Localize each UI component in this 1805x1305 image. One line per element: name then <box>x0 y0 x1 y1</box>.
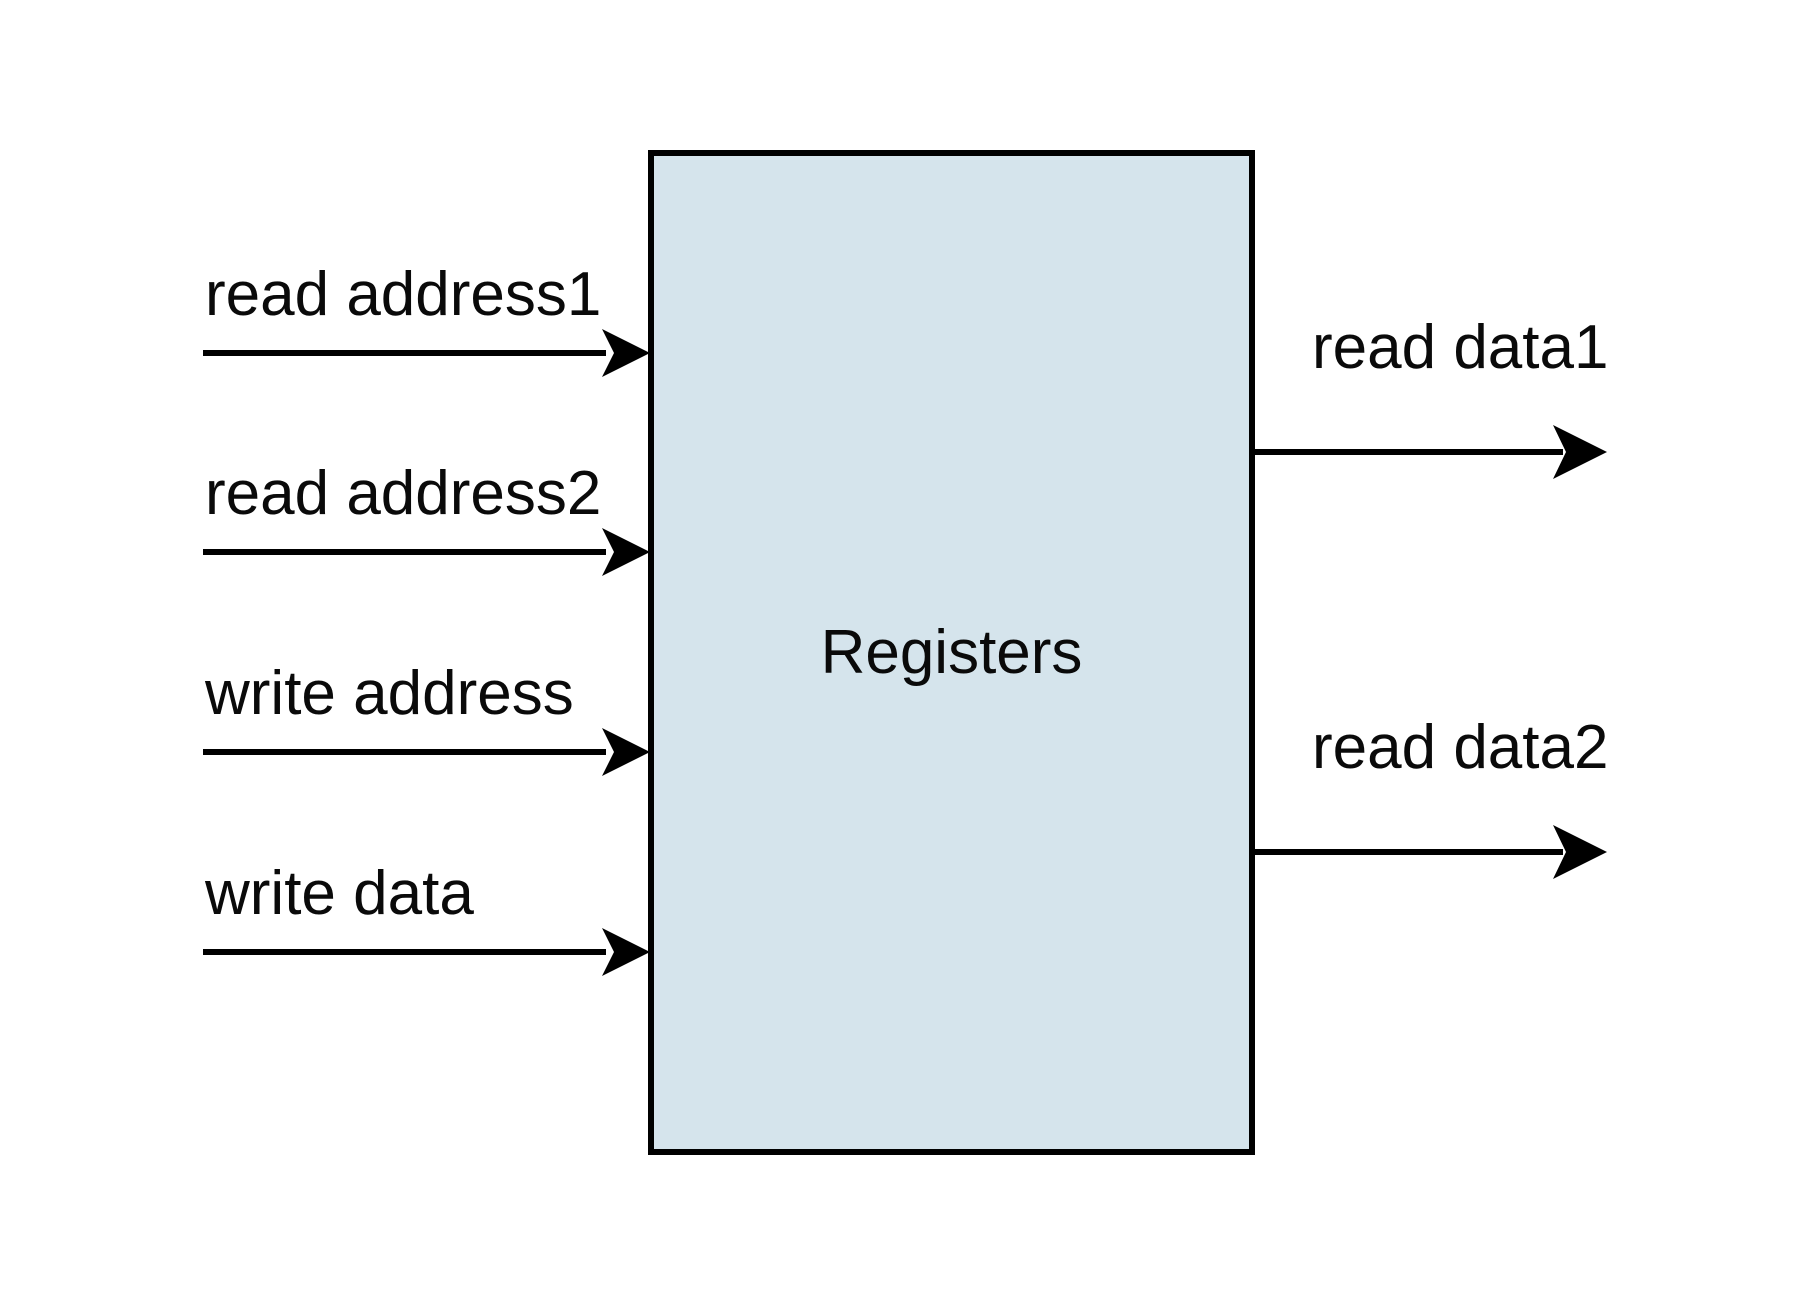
input-arrow-write-address <box>203 728 650 776</box>
output-label-read-data1: read data1 <box>1312 313 1609 382</box>
input-label-write-data: write data <box>205 859 474 928</box>
input-label-read-address2: read address2 <box>205 459 602 528</box>
input-arrow-read-address2 <box>203 528 650 576</box>
input-arrow-write-data <box>203 928 650 976</box>
input-label-write-address: write address <box>205 659 574 728</box>
input-label-read-address1: read address1 <box>205 260 602 329</box>
output-label-read-data2: read data2 <box>1312 713 1609 782</box>
registers-block <box>648 150 1255 1155</box>
output-arrow-read-data1 <box>1253 425 1607 479</box>
input-arrow-read-address1 <box>203 329 650 377</box>
output-arrow-read-data2 <box>1253 825 1607 879</box>
